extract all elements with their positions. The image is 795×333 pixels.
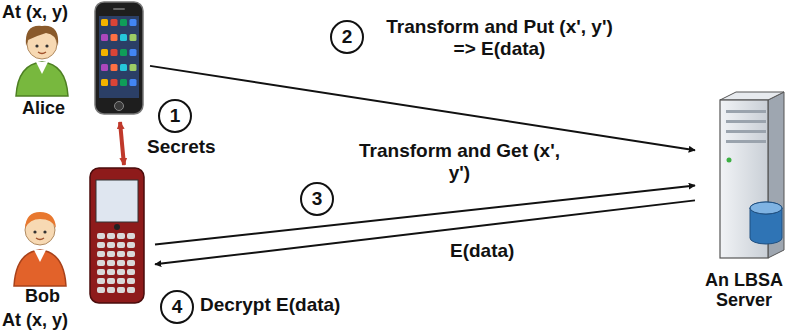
bob-group: Bob At (x, y)	[0, 165, 155, 332]
secrets-arrow	[120, 122, 124, 165]
put-arrow	[150, 66, 695, 150]
callout-number: 4	[160, 290, 194, 324]
callout-number: 3	[300, 182, 334, 216]
blackberry-icon	[90, 168, 144, 303]
callout-number: 2	[330, 20, 364, 54]
alice-group: At (x, y) Alice	[0, 0, 150, 122]
get-arrow	[155, 185, 695, 244]
node-label: At (x, y)	[2, 310, 68, 330]
reply-arrow	[155, 200, 695, 264]
node-label: Alice	[22, 98, 65, 118]
server-icon	[720, 92, 784, 258]
edge-label: Transform and Get (x', y')	[345, 140, 574, 184]
server-node: An LBSA Server	[695, 90, 795, 331]
node-label: Bob	[25, 286, 60, 306]
edge-label: Transform and Put (x', y') => E(data)	[375, 16, 624, 60]
node-label: An LBSA Server	[695, 270, 793, 310]
step-note: Decrypt E(data)	[200, 294, 340, 316]
alice-figure	[16, 26, 68, 96]
bob-figure	[14, 212, 66, 286]
iphone-icon	[95, 2, 143, 114]
edge-label: E(data)	[448, 240, 516, 262]
callout-number: 1	[158, 99, 192, 133]
node-label: At (x, y)	[2, 2, 68, 22]
edge-label: Secrets	[145, 136, 218, 158]
